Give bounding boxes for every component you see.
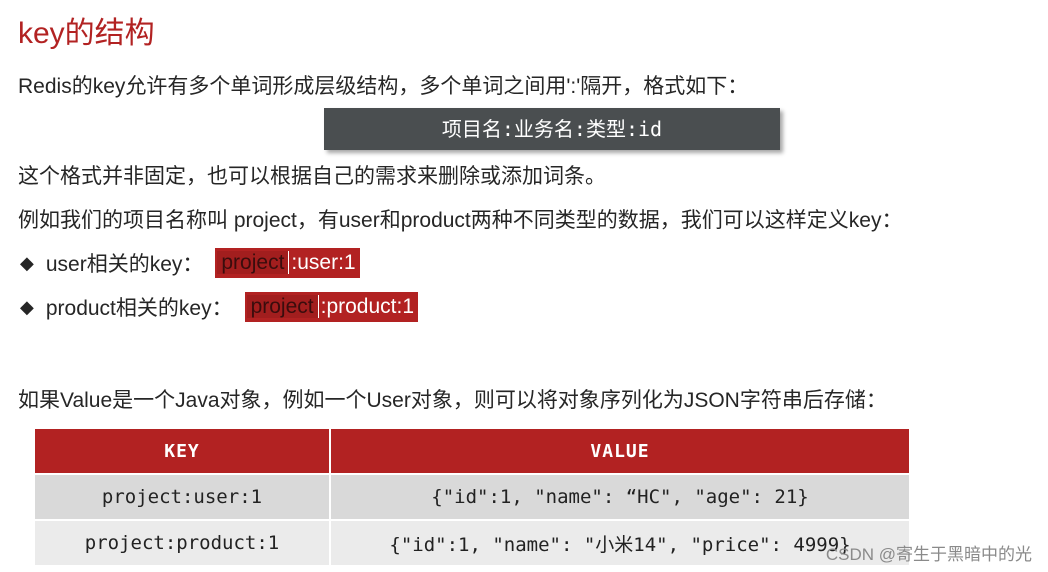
tag-rest: :user:1 xyxy=(291,251,356,274)
json-intro-text: 如果Value是一个Java对象，例如一个User对象，则可以将对象序列化为JS… xyxy=(18,389,887,412)
header-key: KEY xyxy=(33,427,331,475)
tag-project: project xyxy=(217,251,290,274)
tag-rest: :product:1 xyxy=(320,295,415,318)
key-format-box: 项目名:业务名:类型:id xyxy=(324,108,780,150)
diamond-bullet-icon: ◆ xyxy=(20,296,34,317)
note-text: 这个格式并非固定，也可以根据自己的需求来删除或添加词条。 xyxy=(18,165,606,188)
diamond-bullet-icon: ◆ xyxy=(20,252,34,273)
bullet-label: product相关的key： xyxy=(45,297,233,320)
table-row: project:user:1 {"id":1, "name": “HC", "a… xyxy=(33,473,911,521)
bullet-label: user相关的key： xyxy=(45,253,204,276)
bullet-user-key: ◆ user相关的key： project:user:1 xyxy=(20,248,360,278)
header-value: VALUE xyxy=(329,427,911,475)
key-value-table: KEY VALUE project:user:1 {"id":1, "name"… xyxy=(33,427,911,567)
intro-text: Redis的key允许有多个单词形成层级结构，多个单词之间用':'隔开，格式如下… xyxy=(18,75,749,98)
cell-key: project:product:1 xyxy=(33,519,331,567)
watermark-text: CSDN @寄生于黑暗中的光 xyxy=(825,545,1032,564)
key-example-tag: project:product:1 xyxy=(244,292,419,322)
bullet-product-key: ◆ product相关的key： project:product:1 xyxy=(20,292,419,322)
page-title: key的结构 xyxy=(18,17,155,50)
table-header-row: KEY VALUE xyxy=(33,427,911,475)
tag-project: project xyxy=(246,295,319,318)
example-intro-text: 例如我们的项目名称叫 project，有user和product两种不同类型的数… xyxy=(18,209,903,232)
cell-value: {"id":1, "name": “HC", "age": 21} xyxy=(329,473,911,521)
key-example-tag: project:user:1 xyxy=(215,248,360,278)
cell-key: project:user:1 xyxy=(33,473,331,521)
table-row: project:product:1 {"id":1, "name": "小米14… xyxy=(33,519,911,567)
cell-value: {"id":1, "name": "小米14", "price": 4999} xyxy=(329,519,911,567)
